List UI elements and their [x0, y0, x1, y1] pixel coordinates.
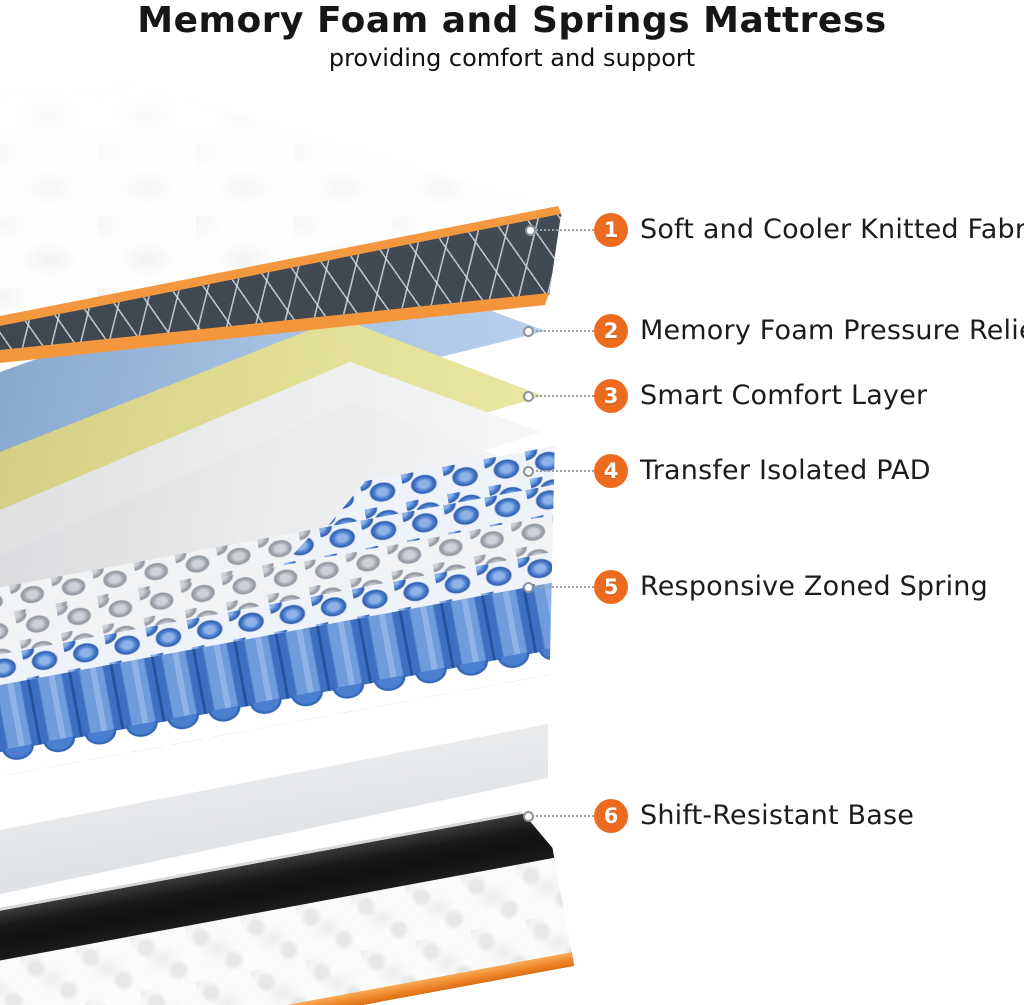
leader-line	[536, 815, 594, 817]
callout-label: Soft and Cooler Knitted Fabric	[640, 214, 1024, 245]
leader-line	[536, 470, 594, 472]
leader-dot	[523, 466, 534, 477]
callout-badge: 5	[594, 570, 628, 604]
leader-dot	[523, 391, 534, 402]
leader-line	[536, 586, 594, 588]
callout-badge: 4	[594, 454, 628, 488]
leader-dot	[523, 582, 534, 593]
leader-line	[536, 229, 594, 231]
callout-label: Responsive Zoned Spring	[640, 571, 988, 602]
callout-badge: 6	[594, 799, 628, 833]
callout-badge: 2	[594, 314, 628, 348]
leader-dot	[523, 326, 534, 337]
callout-label: Memory Foam Pressure Relief	[640, 315, 1024, 346]
page-title: Memory Foam and Springs Mattress	[137, 0, 887, 41]
callout-label: Smart Comfort Layer	[640, 380, 928, 411]
callout-label: Transfer Isolated PAD	[640, 455, 931, 486]
page-subtitle: providing comfort and support	[328, 44, 696, 72]
leader-dot	[523, 811, 534, 822]
leader-line	[536, 330, 594, 332]
callout-badge: 1	[594, 213, 628, 247]
leader-dot	[525, 225, 536, 236]
callout-badge: 3	[594, 379, 628, 413]
leader-line	[536, 395, 594, 397]
callout-label: Shift-Resistant Base	[640, 800, 915, 831]
